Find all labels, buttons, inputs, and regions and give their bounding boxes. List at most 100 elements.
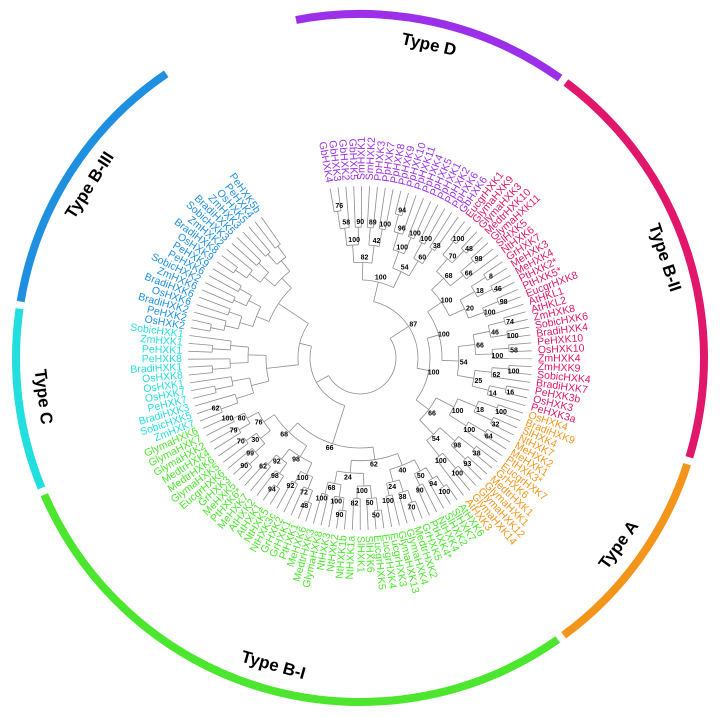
branch-line [478, 400, 498, 409]
branch-arc [265, 251, 271, 257]
bootstrap-label: 79 [230, 427, 238, 434]
branch-line [490, 334, 508, 338]
branch-line [507, 334, 531, 339]
bootstrap-label: 18 [476, 407, 484, 414]
branch-arc [414, 467, 427, 475]
branch-arc [257, 412, 271, 431]
branch-line [505, 319, 528, 325]
branch-arc [339, 509, 347, 512]
branch-line [389, 326, 409, 339]
branch-line [267, 454, 277, 465]
branch-line [394, 190, 402, 214]
branch-line [192, 392, 217, 399]
branch-line [378, 229, 383, 247]
bootstrap-label: 90 [356, 219, 364, 226]
branch-line [249, 273, 261, 283]
branch-line [336, 509, 340, 529]
branch-line [487, 267, 507, 281]
branch-line [415, 500, 423, 519]
branch-line [435, 458, 464, 496]
branch-line [424, 208, 446, 245]
branch-line [392, 232, 399, 250]
branch-line [233, 299, 247, 307]
branch-line [221, 255, 238, 268]
branch-line [288, 422, 298, 433]
branch-line [393, 271, 402, 288]
branch-arc [268, 287, 292, 322]
branch-line [236, 392, 254, 399]
branch-line [366, 186, 370, 228]
branch-line [487, 394, 526, 406]
branch-line [345, 186, 350, 228]
branch-line [256, 316, 270, 322]
branch-line [428, 480, 444, 509]
branch-line [434, 216, 459, 251]
branch-line [201, 289, 233, 304]
branch-line [465, 254, 499, 280]
group-label: Type C [31, 368, 57, 425]
bootstrap-label: 72 [300, 489, 308, 496]
branch-arc [274, 414, 307, 447]
branch-line [450, 274, 464, 287]
branch-line [403, 237, 412, 254]
branch-line [188, 342, 213, 346]
branch-arc [452, 465, 459, 471]
bootstrap-label: 32 [492, 422, 500, 429]
branch-line [414, 473, 421, 486]
group-label: Type D [400, 29, 458, 59]
branch-line [427, 334, 439, 339]
bootstrap-label: 68 [445, 273, 453, 280]
branch-line [226, 249, 253, 271]
branch-line [462, 461, 482, 481]
branch-line [208, 275, 239, 292]
bootstrap-label: 74 [506, 319, 514, 326]
bootstrap-label: 100 [379, 221, 391, 228]
branch-line [375, 497, 379, 511]
branch-line [385, 496, 393, 528]
branch-line [389, 469, 394, 482]
bootstrap-label: 60 [418, 254, 426, 261]
branch-line [492, 347, 509, 350]
branch-line [188, 365, 213, 368]
branch-line [498, 404, 524, 414]
branch-line [436, 475, 444, 487]
bootstrap-label: 98 [453, 443, 461, 450]
leaf-label: PeHXK8 [142, 353, 183, 365]
branch-line [372, 446, 376, 460]
branch-line [391, 494, 400, 526]
branch-line [206, 421, 235, 436]
branch-line [261, 216, 281, 245]
branch-arc [461, 248, 467, 254]
branch-arc [450, 239, 457, 245]
branch-line [279, 462, 288, 474]
bootstrap-label: 100 [438, 332, 450, 339]
bootstrap-label: 48 [465, 246, 473, 253]
branch-line [250, 466, 271, 491]
bootstrap-label: 62 [370, 462, 378, 469]
leaf-label: OsHXK1 [143, 378, 185, 396]
leaf-label: NtHXK2 [324, 533, 341, 572]
bootstrap-label: 76 [335, 203, 343, 210]
branch-line [449, 308, 465, 317]
branch-line [213, 432, 241, 450]
branch-line [212, 268, 242, 287]
branch-line [209, 426, 238, 443]
branch-arc [386, 479, 400, 484]
branch-line [436, 397, 455, 408]
branch-line [278, 303, 309, 324]
bootstrap-label: 100 [356, 488, 368, 495]
branch-line [194, 311, 227, 322]
group-arc [561, 462, 692, 639]
bootstrap-label: 100 [435, 458, 447, 465]
branch-line [505, 392, 528, 399]
branch-line [429, 212, 453, 248]
branch-line [451, 250, 465, 264]
bootstrap-label: 70 [408, 505, 416, 512]
group-arc [295, 10, 563, 82]
branch-arc [362, 279, 394, 288]
bootstrap-label: 58 [510, 347, 518, 354]
bootstrap-label: 100 [375, 274, 387, 281]
group-label: Type B-I [239, 647, 307, 683]
branch-line [499, 296, 521, 306]
branch-line [217, 261, 234, 274]
